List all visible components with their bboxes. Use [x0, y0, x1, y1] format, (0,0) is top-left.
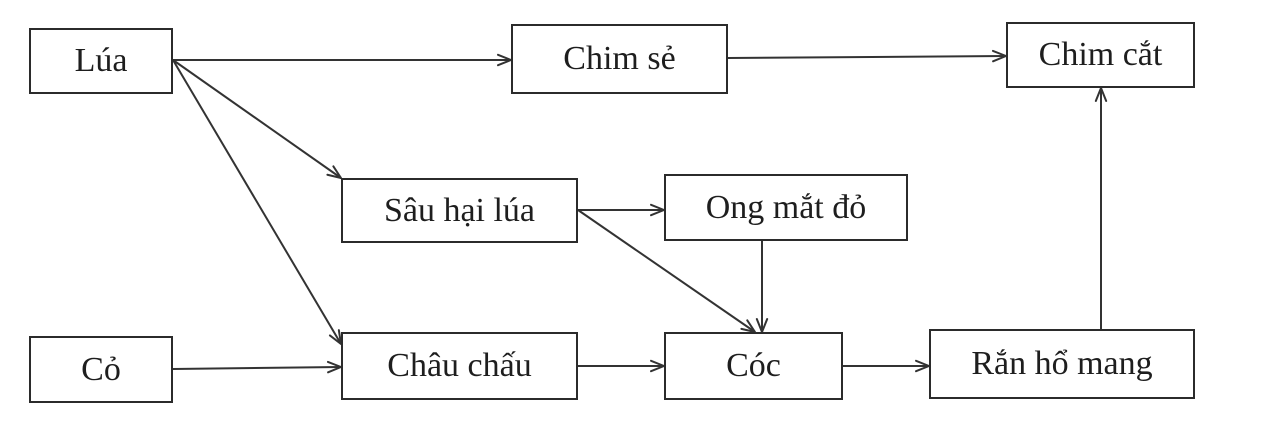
node-chau-chau: Châu chấu — [341, 332, 578, 400]
node-ran-ho-mang: Rắn hổ mang — [929, 329, 1195, 399]
node-chim-cat: Chim cắt — [1006, 22, 1195, 88]
node-sau-hai-lua: Sâu hại lúa — [341, 178, 578, 243]
arrow-sau-hai-lua-to-ong-mat-do — [578, 203, 665, 217]
arrow-lua-to-sau-hai-lua — [172, 59, 342, 179]
node-coc: Cóc — [664, 332, 843, 400]
node-chim-se: Chim sẻ — [511, 24, 728, 94]
node-co: Cỏ — [29, 336, 173, 403]
node-lua: Lúa — [29, 28, 173, 94]
arrow-chau-chau-to-coc — [578, 359, 665, 373]
arrow-co-to-chau-chau — [172, 360, 342, 374]
arrow-ran-ho-mang-to-chim-cat — [1094, 87, 1108, 329]
arrow-coc-to-ran-ho-mang — [843, 359, 930, 373]
arrow-lua-to-chau-chau — [172, 59, 342, 345]
arrow-chim-se-to-chim-cat — [727, 49, 1007, 63]
arrow-ong-mat-do-to-coc — [755, 241, 769, 333]
arrow-lua-to-chim-se — [173, 53, 512, 67]
node-ong-mat-do: Ong mắt đỏ — [664, 174, 908, 241]
